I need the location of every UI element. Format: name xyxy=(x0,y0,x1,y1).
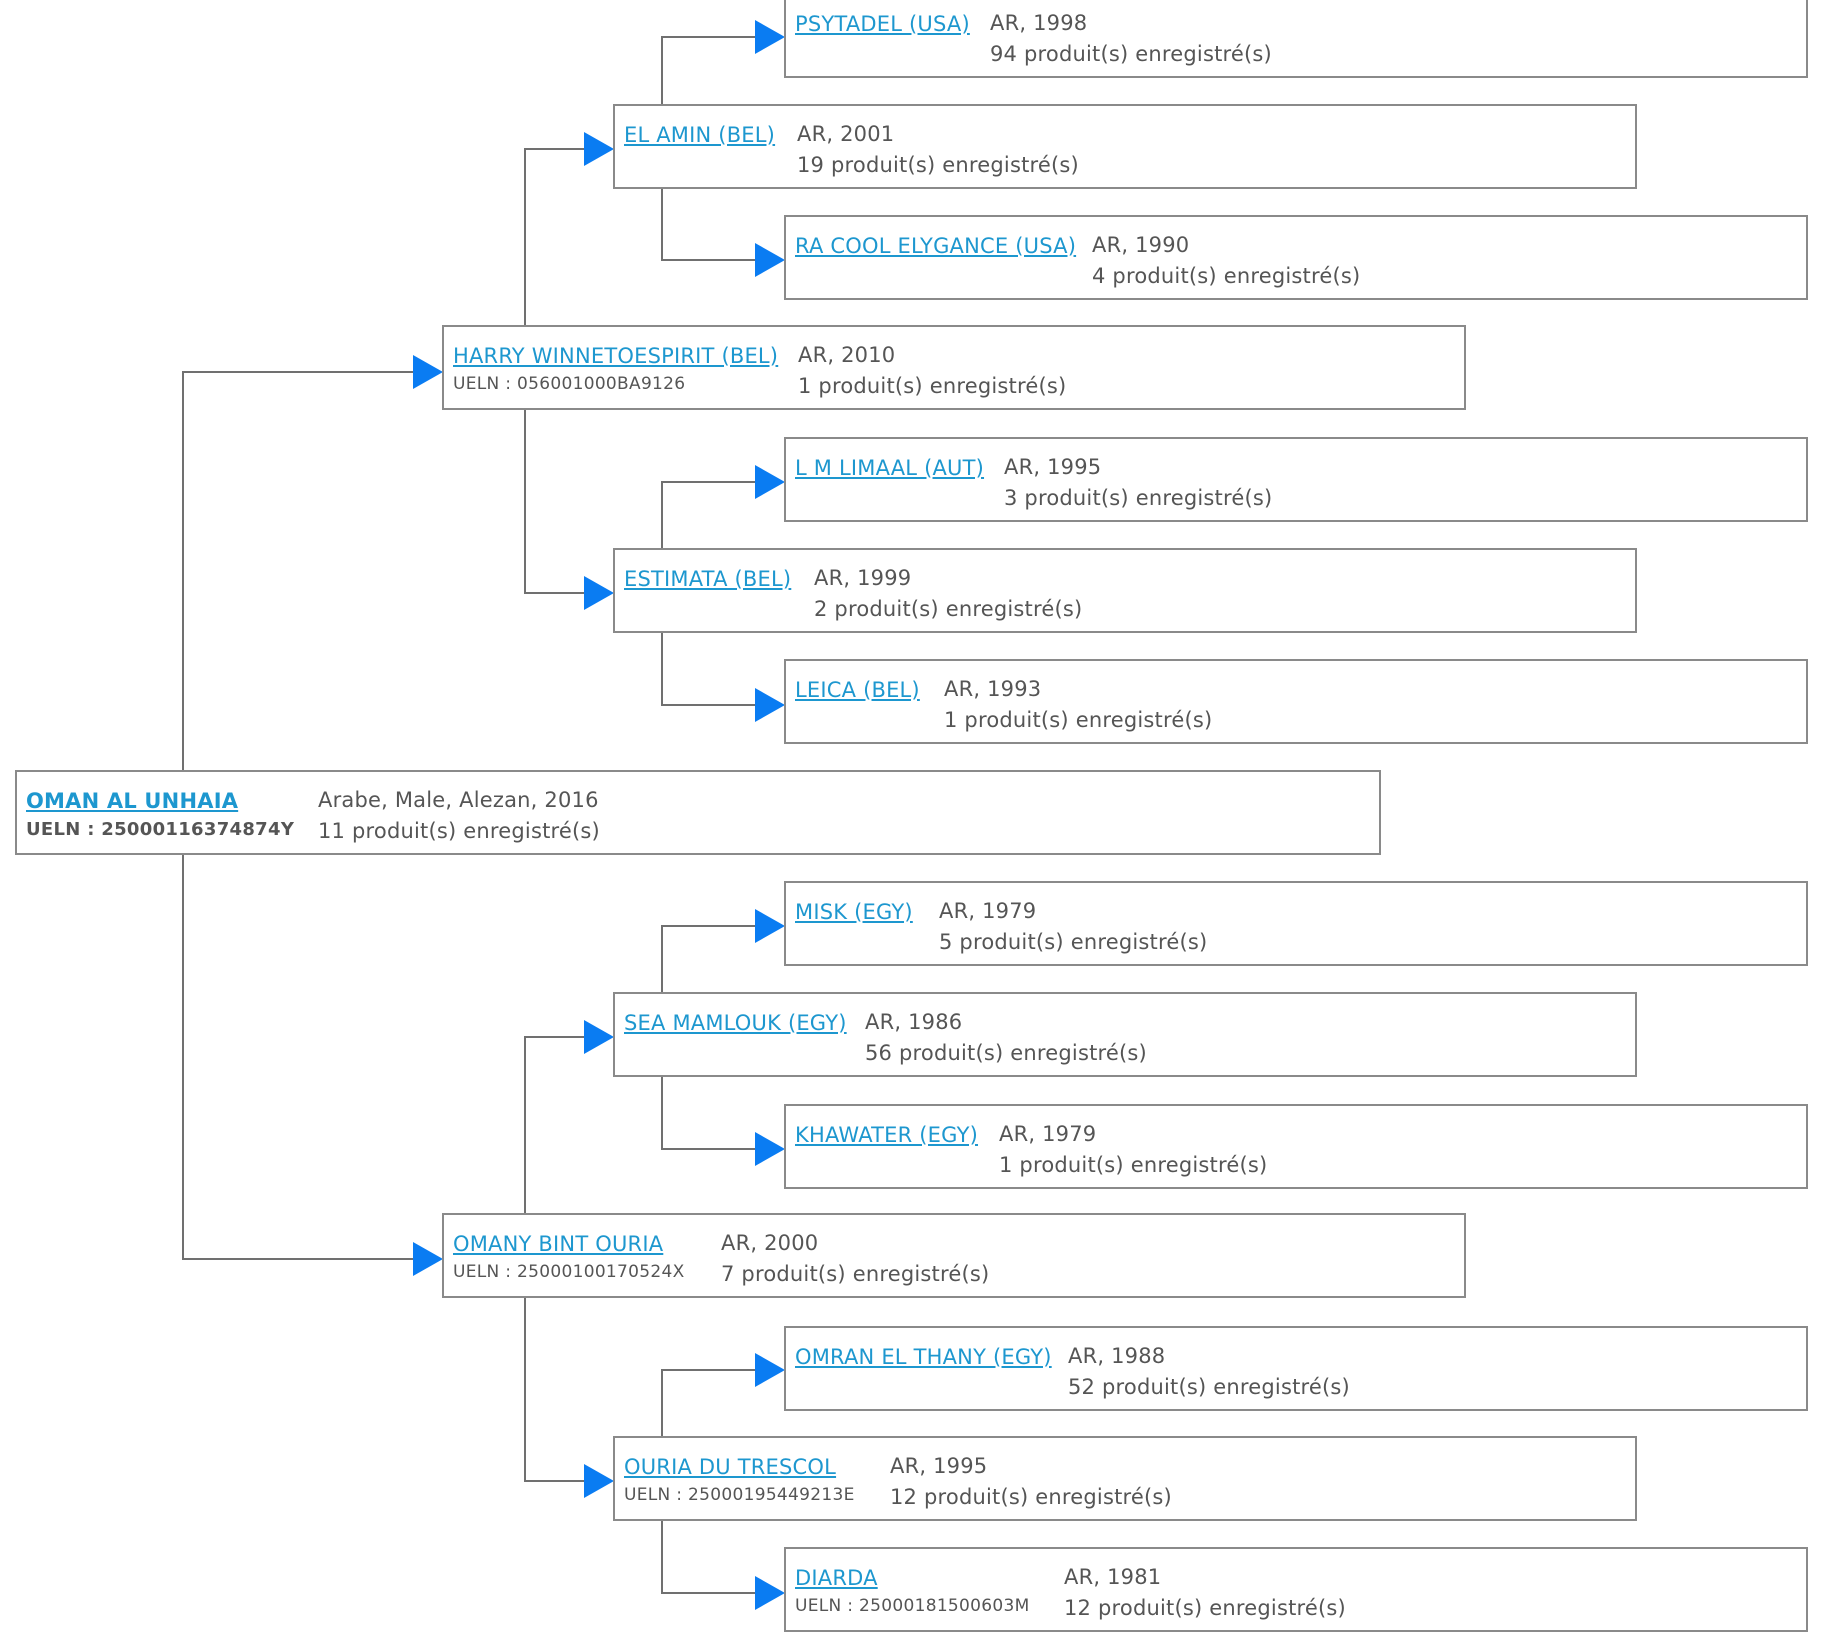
offspring-count: 56 produit(s) enregistré(s) xyxy=(865,1041,1147,1065)
horse-name-link[interactable]: DIARDA xyxy=(795,1566,878,1590)
arrow-dam-sire-icon xyxy=(584,1020,614,1054)
horse-card-sire-dam: ESTIMATA (BEL) AR, 1999 2 produit(s) enr… xyxy=(613,548,1637,633)
offspring-count: 7 produit(s) enregistré(s) xyxy=(721,1262,990,1286)
connector-sd-dam xyxy=(661,633,757,706)
ueln-label: UELN : 25000116374874Y xyxy=(26,819,295,840)
horse-card-dam-sire: SEA MAMLOUK (EGY) AR, 1986 56 produit(s)… xyxy=(613,992,1637,1077)
horse-card-sire: HARRY WINNETOESPIRIT (BEL) UELN : 056001… xyxy=(442,325,1466,410)
horse-card-root: OMAN AL UNHAIA UELN : 25000116374874Y Ar… xyxy=(15,770,1381,855)
horse-name-link[interactable]: OMAN AL UNHAIA xyxy=(26,789,239,813)
horse-name-link[interactable]: SEA MAMLOUK (EGY) xyxy=(624,1011,847,1035)
horse-info: AR, 1988 xyxy=(1068,1344,1166,1368)
horse-info: AR, 1979 xyxy=(999,1122,1097,1146)
horse-card-dd-dam: DIARDA UELN : 25000181500603M AR, 1981 1… xyxy=(784,1547,1808,1632)
horse-name-link[interactable]: RA COOL ELYGANCE (USA) xyxy=(795,234,1077,258)
horse-card-ss-dam: RA COOL ELYGANCE (USA) AR, 1990 4 produi… xyxy=(784,215,1808,300)
horse-name-link[interactable]: L M LIMAAL (AUT) xyxy=(795,456,985,480)
connector-sd-sire xyxy=(661,481,757,548)
ueln-label: UELN : 056001000BA9126 xyxy=(453,374,686,394)
horse-card-sd-dam: LEICA (BEL) AR, 1993 1 produit(s) enregi… xyxy=(784,659,1808,744)
horse-name-link[interactable]: OMANY BINT OURIA xyxy=(453,1232,664,1256)
arrow-dd-sire-icon xyxy=(755,1353,785,1387)
ueln-label: UELN : 25000181500603M xyxy=(795,1596,1030,1616)
horse-name-link[interactable]: EL AMIN (BEL) xyxy=(624,123,776,147)
arrow-sd-dam-icon xyxy=(755,688,785,722)
connector-ds-sire xyxy=(661,925,757,992)
connector-dd-sire xyxy=(661,1369,757,1436)
arrow-sd-sire-icon xyxy=(755,465,785,499)
horse-card-sire-sire: EL AMIN (BEL) AR, 2001 19 produit(s) enr… xyxy=(613,104,1637,189)
offspring-count: 3 produit(s) enregistré(s) xyxy=(1004,486,1273,510)
offspring-count: 1 produit(s) enregistré(s) xyxy=(999,1153,1268,1177)
horse-info: AR, 1979 xyxy=(939,899,1037,923)
horse-info: AR, 1998 xyxy=(990,11,1088,35)
horse-card-dam: OMANY BINT OURIA UELN : 25000100170524X … xyxy=(442,1213,1466,1298)
horse-info: AR, 1993 xyxy=(944,677,1042,701)
connector-dam-dam xyxy=(524,1298,586,1482)
connector-sire-sire xyxy=(524,148,586,325)
connector-root-sire xyxy=(182,371,415,770)
horse-name-link[interactable]: LEICA (BEL) xyxy=(795,678,920,702)
horse-info: AR, 2000 xyxy=(721,1231,819,1255)
offspring-count: 19 produit(s) enregistré(s) xyxy=(797,153,1079,177)
arrow-dam-icon xyxy=(413,1242,443,1276)
horse-card-sd-sire: L M LIMAAL (AUT) AR, 1995 3 produit(s) e… xyxy=(784,437,1808,522)
horse-info: AR, 1981 xyxy=(1064,1565,1162,1589)
horse-info: AR, 1990 xyxy=(1092,233,1190,257)
arrow-dd-dam-icon xyxy=(755,1576,785,1610)
offspring-count: 12 produit(s) enregistré(s) xyxy=(1064,1596,1346,1620)
connector-sire-dam xyxy=(524,410,586,594)
arrow-ss-dam-icon xyxy=(755,243,785,277)
offspring-count: 94 produit(s) enregistré(s) xyxy=(990,42,1272,66)
horse-name-link[interactable]: ESTIMATA (BEL) xyxy=(624,567,792,591)
offspring-count: 5 produit(s) enregistré(s) xyxy=(939,930,1208,954)
offspring-count: 11 produit(s) enregistré(s) xyxy=(318,819,600,843)
arrow-ss-sire-icon xyxy=(755,20,785,54)
arrow-ds-dam-icon xyxy=(755,1132,785,1166)
connector-root-dam xyxy=(182,855,415,1260)
horse-name-link[interactable]: KHAWATER (EGY) xyxy=(795,1123,979,1147)
arrow-dam-dam-icon xyxy=(584,1464,614,1498)
horse-info: AR, 1995 xyxy=(1004,455,1102,479)
horse-name-link[interactable]: MISK (EGY) xyxy=(795,900,913,924)
offspring-count: 4 produit(s) enregistré(s) xyxy=(1092,264,1361,288)
connector-dd-dam xyxy=(661,1521,757,1594)
arrow-ds-sire-icon xyxy=(755,909,785,943)
horse-name-link[interactable]: PSYTADEL (USA) xyxy=(795,12,970,36)
connector-dam-sire xyxy=(524,1036,586,1213)
offspring-count: 12 produit(s) enregistré(s) xyxy=(890,1485,1172,1509)
arrow-sire-dam-icon xyxy=(584,576,614,610)
connector-ss-sire xyxy=(661,36,757,104)
horse-card-ds-dam: KHAWATER (EGY) AR, 1979 1 produit(s) enr… xyxy=(784,1104,1808,1189)
horse-card-ss-sire: PSYTADEL (USA) AR, 1998 94 produit(s) en… xyxy=(784,0,1808,78)
connector-ss-dam xyxy=(661,189,757,261)
horse-info: Arabe, Male, Alezan, 2016 xyxy=(318,788,599,812)
offspring-count: 2 produit(s) enregistré(s) xyxy=(814,597,1083,621)
connector-ds-dam xyxy=(661,1077,757,1150)
horse-info: AR, 1986 xyxy=(865,1010,963,1034)
horse-info: AR, 1995 xyxy=(890,1454,988,1478)
horse-name-link[interactable]: OURIA DU TRESCOL xyxy=(624,1455,837,1479)
offspring-count: 52 produit(s) enregistré(s) xyxy=(1068,1375,1350,1399)
horse-info: AR, 2001 xyxy=(797,122,895,146)
ueln-label: UELN : 25000195449213E xyxy=(624,1485,855,1505)
horse-card-ds-sire: MISK (EGY) AR, 1979 5 produit(s) enregis… xyxy=(784,881,1808,966)
horse-card-dd-sire: OMRAN EL THANY (EGY) AR, 1988 52 produit… xyxy=(784,1326,1808,1411)
horse-card-dam-dam: OURIA DU TRESCOL UELN : 25000195449213E … xyxy=(613,1436,1637,1521)
horse-info: AR, 1999 xyxy=(814,566,912,590)
arrow-sire-sire-icon xyxy=(584,132,614,166)
offspring-count: 1 produit(s) enregistré(s) xyxy=(798,374,1067,398)
horse-info: AR, 2010 xyxy=(798,343,896,367)
horse-name-link[interactable]: HARRY WINNETOESPIRIT (BEL) xyxy=(453,344,779,368)
arrow-sire-icon xyxy=(413,355,443,389)
horse-name-link[interactable]: OMRAN EL THANY (EGY) xyxy=(795,1345,1052,1369)
offspring-count: 1 produit(s) enregistré(s) xyxy=(944,708,1213,732)
ueln-label: UELN : 25000100170524X xyxy=(453,1262,685,1282)
